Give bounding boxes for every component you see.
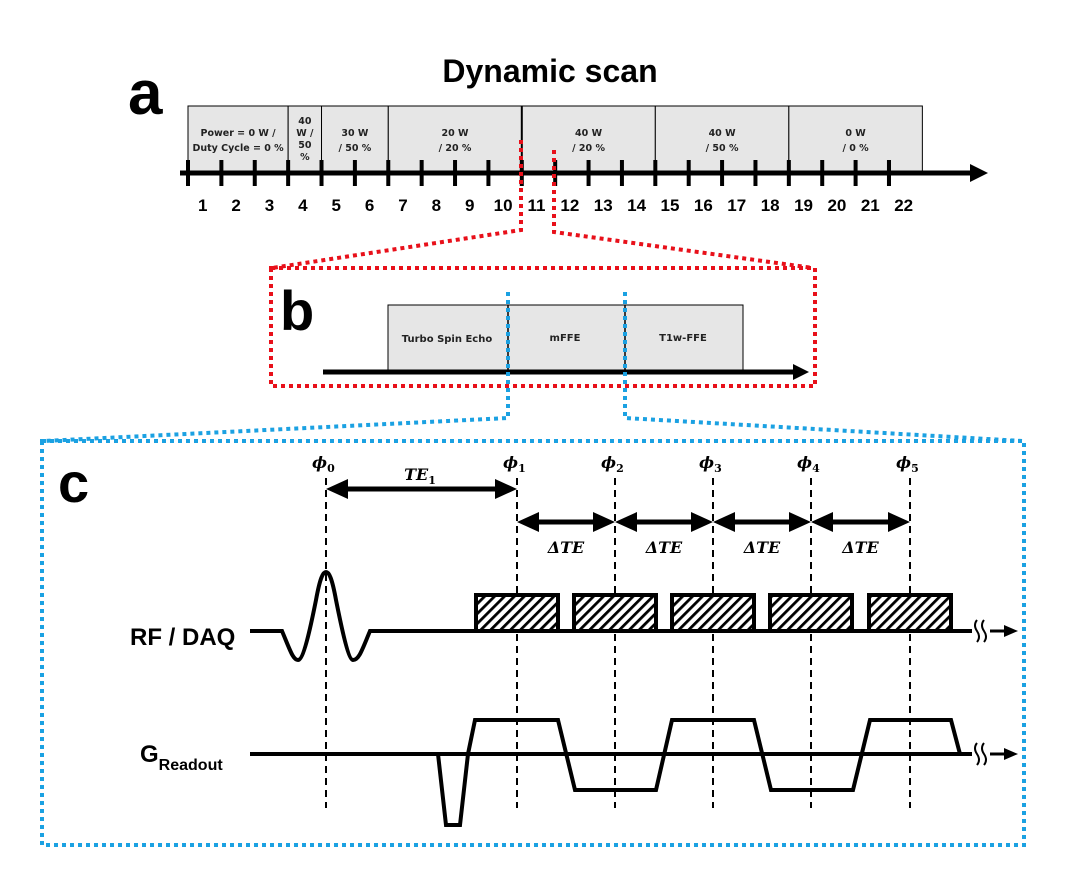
delta-te-intervals: ΔTE ΔTE ΔTE ΔTE xyxy=(517,512,910,557)
phase-label: ϕ2 xyxy=(601,453,624,475)
dynamic-label: 18 xyxy=(761,196,780,215)
power-segment-label: / 50 % xyxy=(706,143,739,154)
rf-pulse xyxy=(250,569,476,663)
zoom-connector-a-to-b xyxy=(271,140,814,270)
power-segment-label: 0 W xyxy=(845,128,866,139)
power-segment-label: 40 xyxy=(298,116,312,127)
power-segment-label: Power = 0 W / xyxy=(200,128,276,139)
phase-label: ϕ0 xyxy=(312,453,335,475)
dynamic-label: 8 xyxy=(432,196,441,215)
power-segment: Power = 0 W / Duty Cycle = 0 % xyxy=(187,105,289,174)
dynamic-label: 14 xyxy=(627,196,646,215)
daq-window xyxy=(474,593,560,633)
panel-b-letter: b xyxy=(280,279,314,342)
daq-window xyxy=(670,593,756,633)
power-segment-label: 20 W xyxy=(442,128,470,139)
delta-te-interval: ΔTE xyxy=(811,512,910,557)
delta-te-interval: ΔTE xyxy=(713,512,811,557)
rf-break-arrow-icon xyxy=(974,619,1018,643)
panel-a-title: Dynamic scan xyxy=(442,53,657,89)
power-segment-label: W / xyxy=(296,128,314,139)
dynamic-label: 12 xyxy=(560,196,579,215)
power-segment-label: 40 W xyxy=(709,128,737,139)
gradient-break-arrow-icon xyxy=(974,742,1018,766)
readout-gradient-waveform xyxy=(436,718,962,827)
power-segment: 40 W / 20 % xyxy=(521,105,656,174)
delta-te-label: ΔTE xyxy=(841,538,879,557)
dynamic-label: 7 xyxy=(398,196,407,215)
dynamic-label: 1 xyxy=(198,196,207,215)
rf-daq-row-label: RF / DAQ xyxy=(130,624,235,651)
te1-label: TE1 xyxy=(404,465,436,487)
daq-window xyxy=(768,593,854,633)
dynamic-label: 19 xyxy=(794,196,813,215)
panel-c-zoom-frame xyxy=(40,439,1026,847)
power-segment-label: % xyxy=(300,152,310,163)
delta-te-interval: ΔTE xyxy=(517,512,615,557)
dynamic-timeline-axis xyxy=(180,164,988,182)
daq-window xyxy=(867,593,953,633)
dynamic-label: 20 xyxy=(827,196,846,215)
phase-label: ϕ4 xyxy=(797,453,820,475)
delta-te-label: ΔTE xyxy=(645,538,683,557)
power-segment-label: / 50 % xyxy=(338,143,371,154)
te1-interval: TE1 xyxy=(326,465,517,499)
dynamic-label: 4 xyxy=(298,196,308,215)
zoom-connector-b-to-c xyxy=(43,292,1023,443)
power-segment-label: / 20 % xyxy=(572,143,605,154)
daq-window xyxy=(572,593,658,633)
power-segment-label: / 0 % xyxy=(842,143,869,154)
panel-c-letter: c xyxy=(58,451,89,514)
sequence-timeline-arrowhead-icon xyxy=(793,364,809,380)
dynamic-label: 3 xyxy=(265,196,274,215)
panel-a-letter: a xyxy=(128,59,163,128)
dynamic-label: 13 xyxy=(594,196,613,215)
dynamic-label: 10 xyxy=(494,196,513,215)
delta-te-label: ΔTE xyxy=(547,538,585,557)
phase-marker-lines xyxy=(325,478,911,808)
dynamic-label: 15 xyxy=(661,196,680,215)
dynamic-label: 6 xyxy=(365,196,374,215)
delta-te-interval: ΔTE xyxy=(615,512,713,557)
dynamic-label: 9 xyxy=(465,196,474,215)
phase-label: ϕ1 xyxy=(503,453,526,475)
sequence-block xyxy=(387,304,744,372)
panel-a: a Dynamic scan Power = 0 W / Duty Cycle =… xyxy=(128,53,988,215)
phase-label: ϕ3 xyxy=(699,453,722,475)
rf-daq-waveform xyxy=(250,569,972,663)
dynamic-label: 5 xyxy=(331,196,340,215)
dynamic-label: 2 xyxy=(231,196,240,215)
panel-b-zoom-frame xyxy=(269,266,817,388)
sequence-tse-label: Turbo Spin Echo xyxy=(402,334,493,345)
power-segment-label: / 20 % xyxy=(439,143,472,154)
power-segment-label: 30 W xyxy=(341,128,369,139)
phase-label: ϕ5 xyxy=(896,453,919,475)
power-segment-label: Duty Cycle = 0 % xyxy=(192,143,284,154)
delta-te-label: ΔTE xyxy=(743,538,781,557)
sequence-t1w-ffe-label: T1w-FFE xyxy=(659,333,707,344)
dynamic-label: 11 xyxy=(527,196,545,215)
power-segment-label: 40 W xyxy=(575,128,603,139)
dynamic-label: 22 xyxy=(894,196,913,215)
sequence-mffe-label: mFFE xyxy=(550,333,581,344)
power-segment: 40W /50% xyxy=(287,105,323,174)
timeline-arrowhead-icon xyxy=(970,164,988,182)
readout-gradient-row-label: GReadout xyxy=(140,741,223,774)
panel-c: c ϕ0 ϕ1 ϕ2 ϕ3 ϕ4 ϕ5 TE1 ΔTE ΔTE ΔTE ΔTE RF / DAQ xyxy=(40,439,1026,847)
dynamic-label: 21 xyxy=(861,196,880,215)
dynamic-label: 16 xyxy=(694,196,713,215)
power-segment-label: 50 xyxy=(298,140,312,151)
phase-labels: ϕ0 ϕ1 ϕ2 ϕ3 ϕ4 ϕ5 xyxy=(312,453,919,475)
dynamic-label: 17 xyxy=(727,196,746,215)
panel-b: b Turbo Spin Echo mFFE T1w-FFE xyxy=(269,266,817,388)
